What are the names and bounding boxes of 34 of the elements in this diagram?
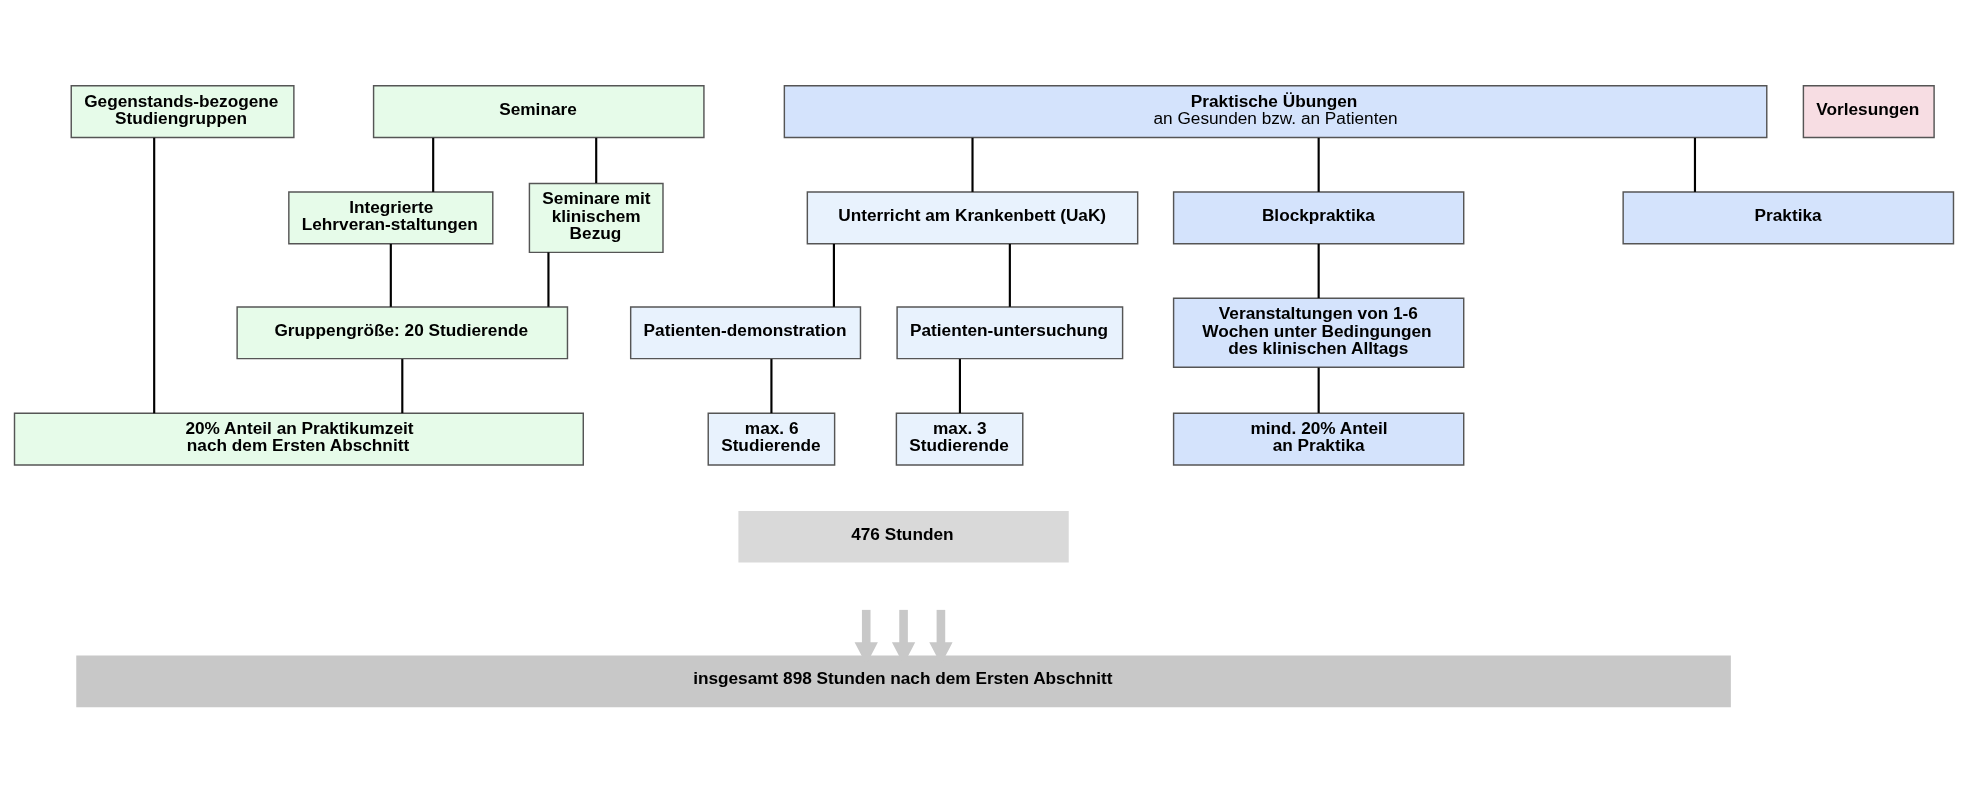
node-box: 20% Anteil an Praktikumzeit nach dem Ersten Abschnitt (13, 412, 584, 466)
connector (595, 137, 598, 184)
connector (832, 243, 835, 307)
node-box: 476 Stunden (738, 510, 1069, 563)
connector (1317, 137, 1320, 192)
node-box: Vorlesungen (1802, 85, 1935, 139)
node-box: Blockpraktika (1172, 191, 1465, 245)
node-box: Gegenstands-bezogene Studiengruppen (70, 85, 295, 139)
connector (1317, 367, 1320, 413)
connector (389, 243, 392, 307)
node-box: Patienten-demonstration (629, 306, 862, 360)
connector (153, 137, 156, 414)
node-box: Seminare mit klinischem Bezug (528, 182, 664, 254)
connector (432, 137, 435, 192)
connector (401, 359, 404, 414)
node-box: max. 6 Studierende (707, 412, 836, 466)
node-box: max. 3 Studierende (895, 412, 1024, 466)
connector (1317, 243, 1320, 299)
connector (1693, 137, 1697, 192)
node-box: insgesamt 898 Stunden nach dem Ersten Abschnitt (76, 655, 1731, 708)
connector (770, 359, 773, 414)
node-box: Praktische Übungen an Gesunden bzw. an Patienten (783, 85, 1768, 139)
node-box: Praktika (1622, 191, 1955, 245)
node-box: Veranstaltungen von 1-6 Wochen unter Bedingungen des klinischen Alltags (1172, 297, 1465, 368)
node-box: Unterricht am Krankenbett (UaK) (806, 191, 1139, 245)
node-box: mind. 20% Anteil an Praktika (1172, 412, 1465, 466)
connector (1008, 243, 1011, 307)
node-box: Gruppengröße: 20 Studierende (236, 306, 569, 360)
node-box: Patienten-untersuchung (896, 306, 1124, 360)
node-box: Seminare (372, 85, 705, 139)
connector (971, 137, 974, 192)
node-box: Integrierte Lehrveran-staltungen (288, 191, 494, 245)
connector (958, 359, 961, 414)
connector (547, 252, 550, 307)
